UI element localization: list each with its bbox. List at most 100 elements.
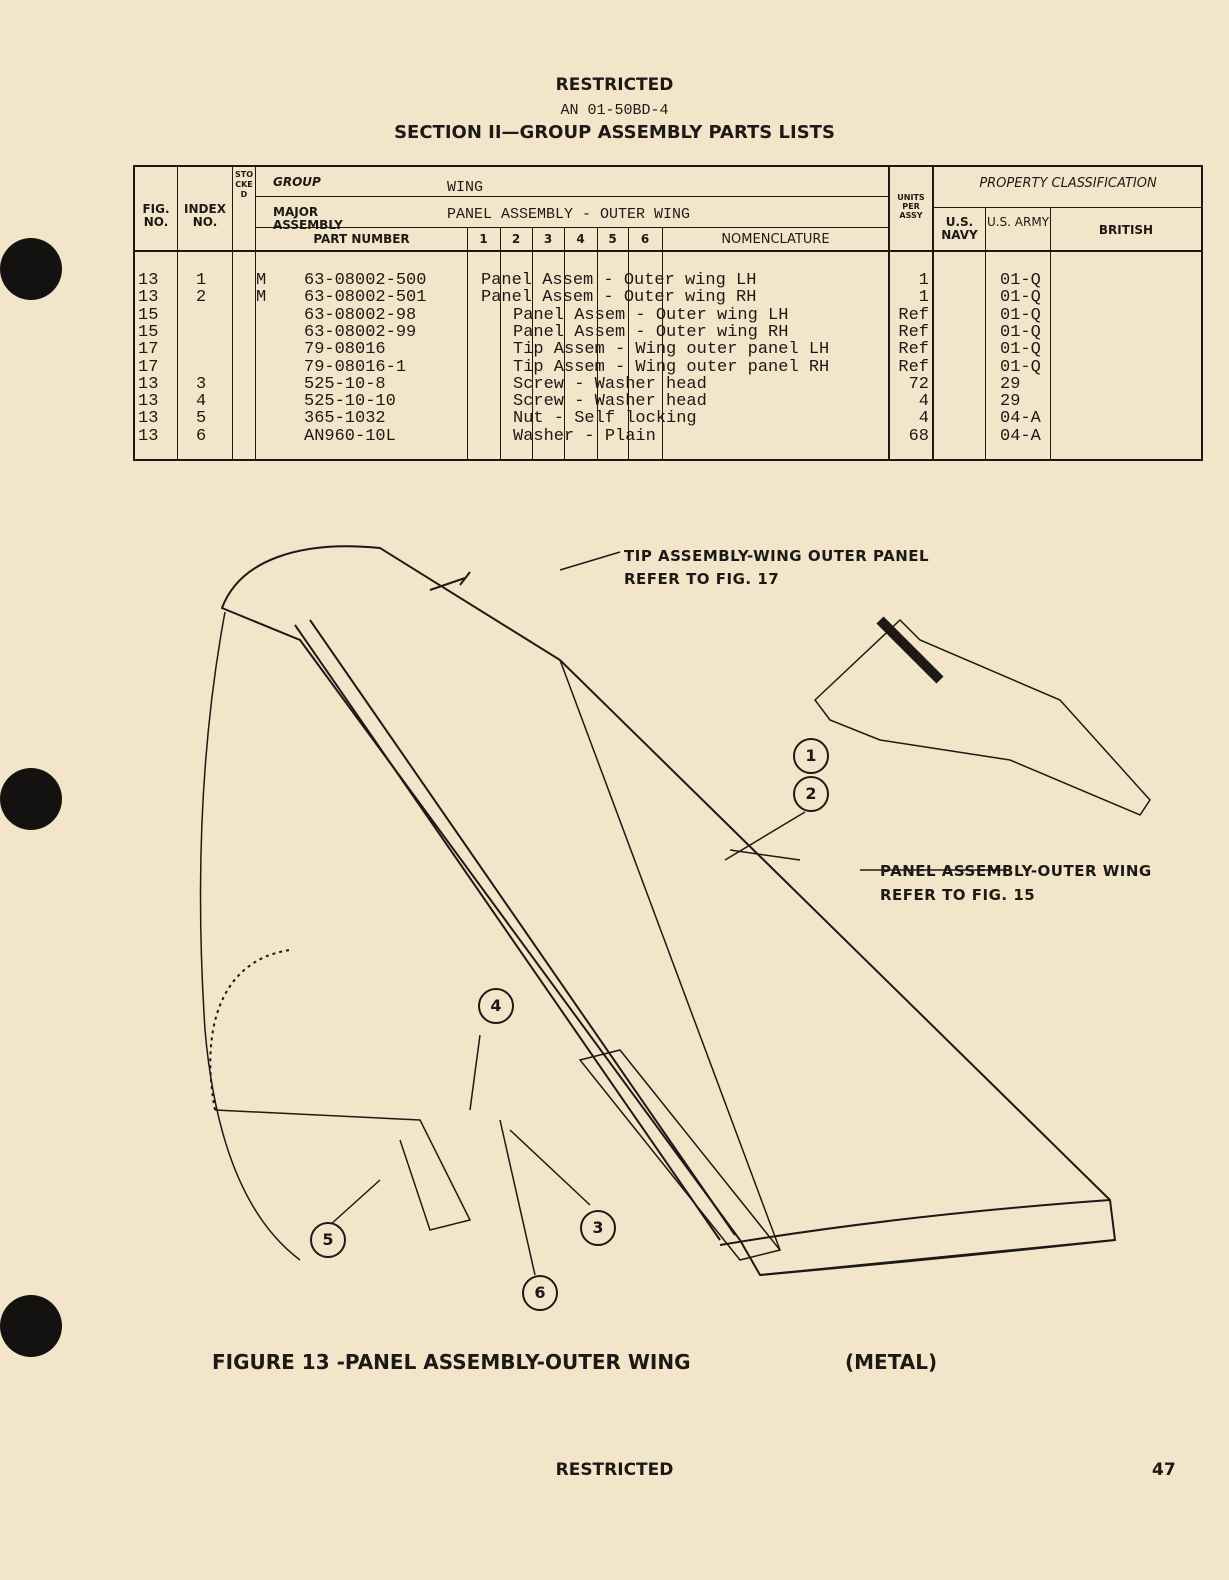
header-british: BRITISH	[1098, 223, 1154, 237]
header-us-navy: U.S. NAVY	[941, 215, 978, 242]
index-bubble-1: 1	[793, 738, 829, 774]
header-units-per-assy: UNITS PER ASSY	[897, 193, 925, 220]
cell-army: 04-A	[1000, 409, 1041, 429]
cell-units: 4	[918, 392, 929, 412]
index-bubble-4: 4	[478, 988, 514, 1024]
cell-army: 01-Q	[1000, 288, 1041, 308]
header-index-no: INDEX NO.	[184, 202, 226, 229]
restricted-header: RESTRICTED	[555, 75, 674, 95]
cell-index: 4	[196, 392, 207, 412]
cell-fig: 15	[138, 322, 159, 342]
cell-army: 01-Q	[1000, 271, 1041, 290]
cell-nomenclature: Screw - Washer head	[513, 392, 707, 412]
cell-part: 63-08002-98	[304, 305, 417, 325]
cell-units: 1	[918, 288, 929, 308]
header-us-army: U.S. ARMY	[986, 215, 1050, 229]
header-nomenclature: NOMENCLATURE	[721, 232, 830, 247]
cell-part: 79-08016-1	[304, 357, 407, 377]
header-fig-no: FIG. NO.	[142, 202, 170, 229]
major-assembly-value: PANEL ASSEMBLY - OUTER WING	[447, 206, 691, 223]
cell-units: 72	[908, 374, 929, 394]
cell-fig: 13	[138, 426, 159, 446]
cell-index: 3	[196, 374, 207, 394]
index-bubble-3: 3	[580, 1210, 616, 1246]
cell-index: 1	[196, 271, 207, 290]
callout-panel-reference: REFER TO FIG. 15	[880, 886, 1036, 904]
cell-nomenclature: Washer - Plain	[513, 426, 656, 446]
cell-army: 29	[1000, 392, 1021, 412]
cell-units: 1	[918, 271, 929, 290]
cell-fig: 13	[138, 271, 159, 290]
cell-nomenclature: Panel Assem - Outer wing LH	[513, 305, 789, 325]
cell-nomenclature: Panel Assem - Outer wing RH	[481, 288, 757, 308]
index-bubble-2: 2	[793, 776, 829, 812]
cell-army: 01-Q	[1000, 322, 1041, 342]
binder-hole	[0, 768, 62, 830]
cell-army: 04-A	[1000, 426, 1041, 446]
page-number: 47	[1152, 1460, 1176, 1480]
cell-nomenclature: Nut - Self locking	[513, 409, 697, 429]
cell-fig: 13	[138, 392, 159, 412]
group-value: WING	[447, 179, 484, 196]
cell-units: 68	[908, 426, 929, 446]
cell-part: 63-08002-99	[304, 322, 417, 342]
cell-fig: 15	[138, 305, 159, 325]
cell-stocked: M	[256, 271, 267, 290]
cell-part: 525-10-10	[304, 392, 396, 412]
cell-nomenclature: Panel Assem - Outer wing LH	[481, 271, 757, 290]
doc-number: AN 01-50BD-4	[560, 102, 669, 119]
callout-panel-assembly: PANEL ASSEMBLY-OUTER WING	[880, 862, 1152, 880]
restricted-footer: RESTRICTED	[555, 1460, 674, 1480]
header-indent-col: 3	[543, 232, 553, 246]
cell-army: 01-Q	[1000, 340, 1041, 360]
cell-part: AN960-10L	[304, 426, 396, 446]
cell-army: 29	[1000, 374, 1021, 394]
cell-units: Ref	[898, 340, 929, 360]
cell-army: 01-Q	[1000, 357, 1041, 377]
cell-nomenclature: Panel Assem - Outer wing RH	[513, 322, 789, 342]
header-indent-col: 5	[608, 232, 617, 246]
header-indent-col: 6	[640, 232, 650, 246]
header-stocked: STOCKED	[234, 170, 254, 199]
index-bubble-5: 5	[310, 1222, 346, 1258]
header-major-assembly: MAJOR ASSEMBLY	[273, 205, 343, 232]
cell-units: Ref	[898, 322, 929, 342]
header-part-number: PART NUMBER	[313, 232, 410, 246]
header-indent-col: 1	[479, 232, 488, 246]
cell-index: 6	[196, 426, 207, 446]
cell-fig: 17	[138, 340, 159, 360]
cell-fig: 13	[138, 288, 159, 308]
section-title: SECTION II—GROUP ASSEMBLY PARTS LISTS	[394, 122, 835, 143]
callout-tip-assembly: TIP ASSEMBLY-WING OUTER PANEL	[624, 547, 930, 565]
cell-part: 63-08002-501	[304, 288, 427, 308]
cell-index: 2	[196, 288, 207, 308]
cell-stocked: M	[256, 288, 267, 308]
figure-caption: FIGURE 13 -PANEL ASSEMBLY-OUTER WING	[212, 1350, 691, 1374]
header-property-classification: PROPERTY CLASSIFICATION	[979, 176, 1157, 191]
header-indent-col: 2	[511, 232, 521, 246]
cell-army: 01-Q	[1000, 305, 1041, 325]
cell-units: Ref	[898, 357, 929, 377]
cell-nomenclature: Screw - Washer head	[513, 374, 707, 394]
cell-fig: 13	[138, 374, 159, 394]
cell-nomenclature: Tip Assem - Wing outer panel RH	[513, 357, 830, 377]
cell-part: 365-1032	[304, 409, 386, 429]
cell-fig: 13	[138, 409, 159, 429]
cell-index: 5	[196, 409, 207, 429]
cell-nomenclature: Tip Assem - Wing outer panel LH	[513, 340, 830, 360]
index-bubble-6: 6	[522, 1275, 558, 1311]
cell-fig: 17	[138, 357, 159, 377]
binder-hole	[0, 238, 62, 300]
cell-units: Ref	[898, 305, 929, 325]
cell-part: 63-08002-500	[304, 271, 427, 290]
binder-hole	[0, 1295, 62, 1357]
cell-units: 4	[918, 409, 929, 429]
header-indent-col: 4	[576, 232, 585, 246]
header-group: GROUP	[273, 175, 321, 189]
cell-part: 525-10-8	[304, 374, 386, 394]
figure-material: (METAL)	[845, 1350, 938, 1374]
callout-tip-reference: REFER TO FIG. 17	[624, 570, 780, 588]
cell-part: 79-08016	[304, 340, 386, 360]
